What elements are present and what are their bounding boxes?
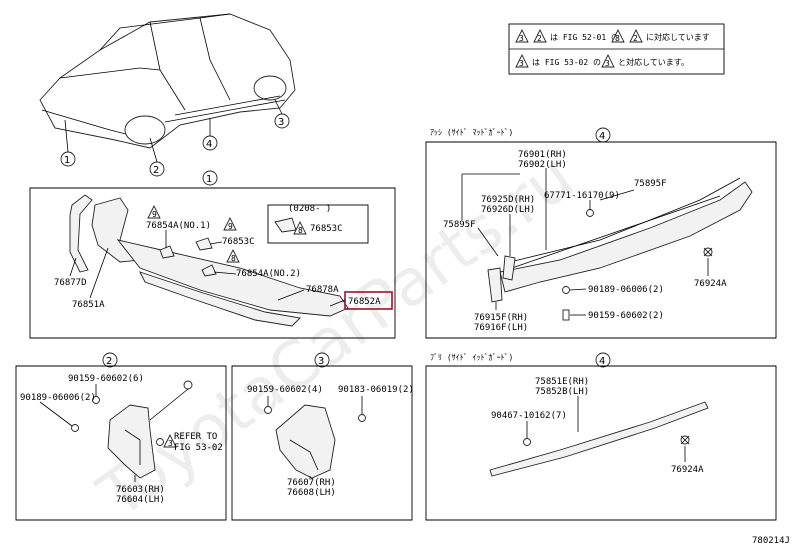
svg-text:8: 8	[231, 254, 236, 263]
svg-text:1: 1	[206, 174, 212, 185]
svg-text:76878A: 76878A	[306, 285, 339, 295]
figure-code: 780214J	[752, 536, 790, 546]
panel-1: 1 (0208- ) 8 76853C 9 9 8 76854A(NO.1) 7…	[29, 170, 396, 339]
panel-4b: 4 ﾌﾞﾘ (ｻｲﾄﾞ ｲｯﾄﾞｶﾞｰﾄﾞ) 75851E(RH) 75852B…	[425, 352, 777, 521]
label-76852a[interactable]: 76852A	[348, 297, 381, 307]
svg-text:9: 9	[228, 222, 233, 231]
svg-text:90183-06019(2): 90183-06019(2)	[338, 385, 414, 395]
svg-text:76854A(NO.2): 76854A(NO.2)	[236, 269, 301, 279]
svg-text:は FIG 53-02 の: は FIG 53-02 の	[532, 58, 601, 67]
svg-text:76607(RH): 76607(RH)	[287, 478, 336, 488]
svg-text:75852B(LH): 75852B(LH)	[535, 387, 589, 397]
svg-text:67771-16170(9): 67771-16170(9)	[544, 191, 620, 201]
part-76877d	[69, 194, 93, 273]
svg-text:76604(LH): 76604(LH)	[116, 495, 165, 505]
notes-box: 3 2 は FIG 52-01 の 8 2 に対応しています 3 は FIG 5…	[508, 23, 725, 75]
svg-text:3: 3	[278, 117, 284, 128]
svg-text:と対応しています。: と対応しています。	[618, 57, 689, 67]
svg-text:は FIG 52-01 の: は FIG 52-01 の	[550, 33, 619, 42]
svg-text:90159-60602(6): 90159-60602(6)	[68, 374, 144, 384]
svg-text:76853C: 76853C	[310, 224, 343, 234]
svg-text:76926D(LH): 76926D(LH)	[481, 205, 535, 215]
svg-text:ｱｯｼ (ｻｲﾄﾞ ﾏｯﾄﾞｶﾞｰﾄﾞ): ｱｯｼ (ｻｲﾄﾞ ﾏｯﾄﾞｶﾞｰﾄﾞ)	[430, 128, 513, 137]
svg-text:2: 2	[537, 34, 542, 43]
svg-text:4: 4	[599, 356, 605, 367]
car-illustration	[39, 13, 296, 149]
part-76854a-mid	[201, 264, 217, 277]
svg-text:2: 2	[633, 34, 638, 43]
svg-text:75851E(RH): 75851E(RH)	[535, 377, 589, 387]
svg-text:76877D: 76877D	[54, 278, 87, 288]
svg-text:76916F(LH): 76916F(LH)	[474, 323, 528, 333]
svg-text:90189-06006(2): 90189-06006(2)	[20, 393, 96, 403]
part-76878a	[139, 271, 301, 327]
svg-text:76924A: 76924A	[694, 279, 727, 289]
part-76925d	[502, 255, 516, 281]
part-76915f	[487, 267, 503, 303]
svg-text:(0208- ): (0208- )	[288, 204, 331, 214]
svg-text:8: 8	[615, 34, 620, 43]
svg-text:76854A(NO.1): 76854A(NO.1)	[146, 221, 211, 231]
panel-4b-badge	[595, 352, 611, 368]
svg-text:76851A: 76851A	[72, 300, 105, 310]
svg-text:4: 4	[599, 131, 605, 142]
svg-text:75895F: 75895F	[634, 179, 667, 189]
svg-text:90467-10162(7): 90467-10162(7)	[491, 411, 567, 421]
svg-text:3: 3	[318, 356, 324, 367]
svg-text:76915F(RH): 76915F(RH)	[474, 313, 528, 323]
callout-1-car[interactable]: 1	[60, 119, 76, 167]
highlight-76852a[interactable]	[344, 291, 393, 310]
svg-text:76603(RH): 76603(RH)	[116, 485, 165, 495]
svg-text:3: 3	[605, 59, 610, 68]
panel-1-badge	[202, 170, 218, 186]
svg-text:76901(RH): 76901(RH)	[518, 150, 567, 160]
part-76854a-top	[159, 245, 175, 259]
panel-4a: 4 ｱｯｼ (ｻｲﾄﾞ ﾏｯﾄﾞｶﾞｰﾄﾞ) 76901(RH) 76902(L…	[425, 127, 777, 339]
svg-text:90159-60602(2): 90159-60602(2)	[588, 311, 664, 321]
svg-text:2: 2	[153, 165, 159, 176]
svg-text:75895F: 75895F	[443, 220, 476, 230]
panel-2: 2 90159-60602(6) 90189-06006(2) 3 REFER …	[15, 352, 227, 521]
svg-text:FIG 53-02: FIG 53-02	[174, 443, 223, 453]
callout-4-car[interactable]: 4	[202, 118, 218, 151]
svg-text:ﾌﾞﾘ (ｻｲﾄﾞ ｲｯﾄﾞｶﾞｰﾄﾞ): ﾌﾞﾘ (ｻｲﾄﾞ ｲｯﾄﾞｶﾞｰﾄﾞ)	[430, 353, 513, 362]
part-76607-mudguard	[275, 404, 336, 479]
svg-text:1: 1	[64, 155, 70, 166]
panel-3: 3 90159-60602(4) 90183-06019(2) 76607(RH…	[231, 352, 414, 521]
svg-text:76902(LH): 76902(LH)	[518, 160, 567, 170]
svg-text:76925D(RH): 76925D(RH)	[481, 195, 535, 205]
svg-text:に対応しています: に対応しています	[646, 32, 710, 42]
panel-3-badge	[314, 352, 330, 368]
svg-text:76853C: 76853C	[222, 237, 255, 247]
svg-text:REFER TO: REFER TO	[174, 432, 217, 442]
panel-2-badge	[102, 352, 118, 368]
part-76853c	[195, 237, 213, 251]
svg-text:9: 9	[152, 210, 157, 219]
svg-text:76924A: 76924A	[671, 465, 704, 475]
svg-text:2: 2	[106, 356, 112, 367]
svg-text:3: 3	[519, 59, 524, 68]
callout-3-car[interactable]: 3	[274, 99, 290, 129]
svg-text:3: 3	[519, 34, 524, 43]
svg-text:4: 4	[206, 139, 212, 150]
part-76901-skirt	[499, 181, 753, 293]
svg-text:76608(LH): 76608(LH)	[287, 488, 336, 498]
svg-text:90189-06006(2): 90189-06006(2)	[588, 285, 664, 295]
callout-2-car[interactable]: 2	[149, 137, 165, 177]
part-76603-mudguard	[107, 404, 156, 479]
svg-text:90159-60602(4): 90159-60602(4)	[247, 385, 323, 395]
part-76852a-bumper	[116, 239, 349, 317]
svg-text:3: 3	[168, 439, 173, 448]
inset-box	[267, 204, 369, 244]
part-75851e-strip	[489, 401, 709, 477]
svg-text:8: 8	[298, 226, 303, 235]
